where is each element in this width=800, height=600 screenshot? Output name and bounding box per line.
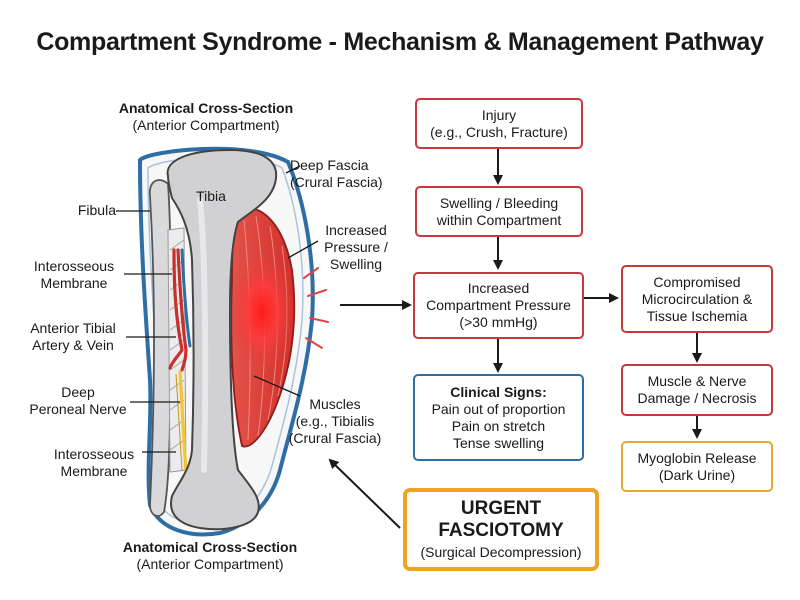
flow-box-ischemia: Compromised Microcirculation & Tissue Is… bbox=[621, 265, 773, 333]
anatomy-footer-title: Anatomical Cross-Section bbox=[122, 539, 298, 555]
anatomy-footer: Anatomical Cross-Section (Anterior Compa… bbox=[90, 539, 330, 573]
anterior-tibial-artery bbox=[168, 248, 184, 370]
clinical-signs-heading: Clinical Signs: bbox=[450, 383, 547, 400]
fibula-bone bbox=[148, 179, 172, 517]
clinical-sign-item: Tense swelling bbox=[452, 434, 545, 451]
deep-peroneal-nerve-label: Deep Peroneal Nerve bbox=[29, 384, 127, 417]
interosseous-membrane-top-label: Interosseous Membrane bbox=[33, 258, 115, 291]
pressure-rays bbox=[303, 267, 329, 349]
clinical-sign-item: Pain out of proportion bbox=[431, 400, 566, 417]
anatomy-footer-subtitle: (Anterior Compartment) bbox=[136, 556, 284, 572]
flow-box-myoglobin: Myoglobin Release (Dark Urine) bbox=[621, 441, 773, 492]
flow-box-injury: Injury (e.g., Crush, Fracture) bbox=[415, 98, 583, 149]
anatomy-header: Anatomical Cross-Section (Anterior Compa… bbox=[86, 100, 326, 134]
anatomy-header-title: Anatomical Cross-Section bbox=[118, 100, 294, 116]
deep-peroneal-nerve bbox=[178, 370, 188, 474]
muscles-label: Muscles (e.g., Tibialis (Crural Fascia) bbox=[288, 396, 382, 446]
flow-box-clinical-signs: Clinical Signs: Pain out of proportion P… bbox=[413, 374, 584, 461]
flow-box-urgent-fasciotomy: URGENT FASCIOTOMY (Surgical Decompressio… bbox=[403, 488, 599, 571]
clinical-sign-item: Pain on stretch bbox=[451, 417, 546, 434]
flow-box-increased-pressure: Increased Compartment Pressure (>30 mmHg… bbox=[413, 272, 584, 339]
flow-box-damage: Muscle & Nerve Damage / Necrosis bbox=[621, 364, 773, 416]
deep-fascia-label: Deep Fascia (Crural Fascia) bbox=[290, 157, 383, 190]
page-title: Compartment Syndrome - Mechanism & Manag… bbox=[36, 28, 764, 56]
anatomy-header-subtitle: (Anterior Compartment) bbox=[132, 117, 280, 133]
fibula-label: Fibula bbox=[77, 202, 116, 218]
tibia-label: Tibia bbox=[196, 188, 226, 204]
anterior-tibial-label: Anterior Tibial Artery & Vein bbox=[30, 320, 116, 353]
increased-pressure-label: Increased Pressure / Swelling bbox=[324, 222, 388, 272]
anterior-tibial-vein bbox=[180, 248, 192, 348]
tibia-bone bbox=[166, 148, 278, 531]
interosseous-membrane-bottom-label: Interosseous Membrane bbox=[53, 446, 135, 479]
flow-box-swelling: Swelling / Bleeding within Compartment bbox=[415, 186, 583, 237]
